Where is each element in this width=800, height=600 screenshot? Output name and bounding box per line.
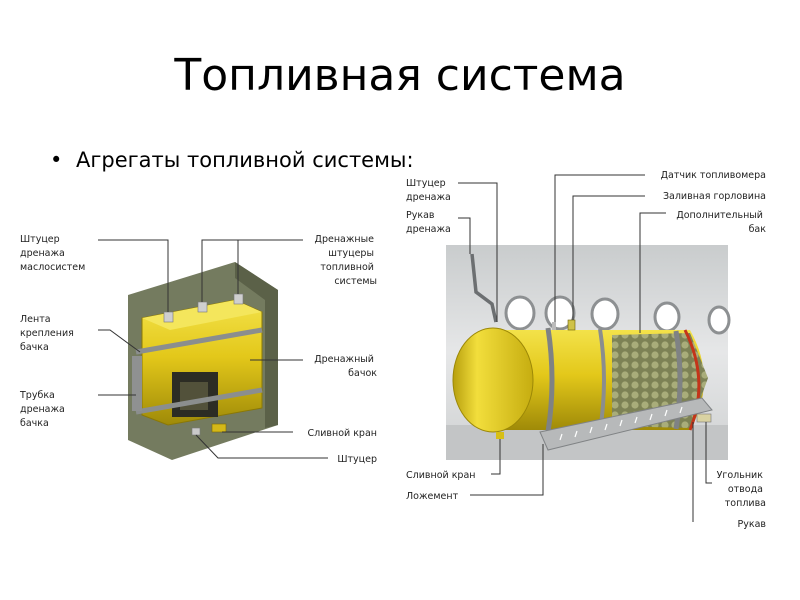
label-line: Трубка <box>19 390 55 401</box>
window-5 <box>707 305 731 335</box>
label-line: бак <box>749 224 767 235</box>
aux-tank-illustration <box>446 245 731 460</box>
bottom-fitting <box>191 427 201 436</box>
cradle-slots <box>559 406 683 441</box>
leader-drain-valve-right <box>491 439 501 475</box>
leader-drain-fitting-right <box>458 182 498 322</box>
label-strap: Лента крепления бачка <box>20 314 77 353</box>
label-line: дренажа <box>406 224 451 235</box>
drain-fitting-2 <box>233 293 244 305</box>
cutaway-edge <box>683 329 701 431</box>
label-line: Угольник <box>717 470 764 481</box>
label-drain-fitting-right: Штуцер дренажа <box>406 178 451 203</box>
label-line: дренажа <box>406 192 451 203</box>
label-drain-valve-left: Сливной кран <box>308 428 378 439</box>
label-line: штуцеры <box>328 248 374 259</box>
label-line: Штуцер <box>20 234 60 245</box>
leader-strap <box>98 329 141 353</box>
strap-lower <box>135 387 263 415</box>
strap-upper <box>135 327 263 355</box>
leader-filler-neck <box>572 195 645 320</box>
leader-oil-drain-fitting <box>98 239 169 312</box>
label-drain-hose: Рукав дренажа <box>406 210 451 235</box>
leader-cradle <box>470 444 544 496</box>
tank-band-3 <box>673 330 683 430</box>
leader-drain-fittings-a <box>201 239 303 302</box>
label-line: Датчик топливомера <box>661 170 766 181</box>
label-line: Дополнительный <box>676 210 763 221</box>
label-oil-drain-fitting: Штуцер дренажа маслосистем <box>20 234 85 273</box>
window-3 <box>590 297 620 331</box>
filler-neck <box>567 319 576 331</box>
right-leader-lines <box>458 174 712 522</box>
label-drain-tube: Трубка дренажа бачка <box>19 390 68 429</box>
label-line: Сливной кран <box>406 470 476 481</box>
label-line: топливной <box>320 262 374 273</box>
leader-fuel-gauge <box>554 174 645 322</box>
label-aux-tank: Дополнительный бак <box>676 210 766 235</box>
drain-hose <box>470 253 498 323</box>
label-fitting: Штуцер <box>337 454 377 465</box>
cradle <box>539 397 713 451</box>
label-line: дренажа <box>20 248 65 259</box>
label-line: топлива <box>725 498 766 509</box>
label-hose: Рукав <box>737 519 766 530</box>
fuel-gauge-sensor <box>552 322 556 330</box>
label-line: Заливная горловина <box>663 191 766 202</box>
label-line: бачка <box>20 342 49 353</box>
label-drain-tank: Дренажный бачок <box>314 354 377 379</box>
tank-band-1 <box>545 327 555 433</box>
fuel-outlet-elbow <box>696 413 712 423</box>
leader-elbow <box>705 422 712 484</box>
label-line: бачка <box>20 418 49 429</box>
label-drain-fittings: Дренажные штуцеры топливной системы <box>315 234 377 287</box>
label-line: Сливной кран <box>308 428 378 439</box>
label-line: маслосистем <box>20 262 85 273</box>
label-line: крепления <box>20 328 74 339</box>
left-leader-lines <box>98 239 328 459</box>
slide-title: Топливная система <box>174 50 626 101</box>
window-4 <box>653 301 681 333</box>
leader-fitting <box>195 434 328 459</box>
label-line: Штуцер <box>337 454 377 465</box>
label-fuel-gauge: Датчик топливомера <box>661 170 766 181</box>
drain-tank-illustration <box>128 262 278 460</box>
label-line: Дренажные <box>315 234 375 245</box>
label-line: Лента <box>20 314 51 325</box>
oil-drain-fitting <box>163 311 174 323</box>
label-line: отвода <box>728 484 763 495</box>
drain-fitting-1 <box>197 301 208 313</box>
bullet-item: • Агрегаты топливной системы: <box>50 148 414 172</box>
label-line: дренажа <box>20 404 65 415</box>
window-1 <box>504 295 536 331</box>
label-line: Рукав <box>737 519 766 530</box>
label-line: Ложемент <box>406 491 459 502</box>
label-line: Штуцер <box>406 178 446 189</box>
bullet-marker: • <box>50 148 63 172</box>
label-filler-neck: Заливная горловина <box>663 191 766 202</box>
label-elbow: Угольник отвода топлива <box>717 470 766 509</box>
panel-side <box>235 262 278 428</box>
aux-tank-end-cap <box>452 327 534 433</box>
label-line: Рукав <box>406 210 435 221</box>
bullet-text: Агрегаты топливной системы: <box>76 148 414 172</box>
drain-valve <box>211 423 227 433</box>
drain-tank-top <box>142 300 262 330</box>
drain-tube <box>132 356 142 411</box>
label-drain-valve-right: Сливной кран <box>406 470 476 481</box>
label-line: системы <box>334 276 377 287</box>
leader-drain-hose <box>458 217 471 254</box>
window-2 <box>544 295 576 331</box>
label-line: Дренажный <box>314 354 374 365</box>
label-cradle: Ложемент <box>406 491 459 502</box>
leader-aux-tank <box>639 212 666 333</box>
drain-valve-right <box>496 432 504 439</box>
label-line: бачок <box>348 368 377 379</box>
